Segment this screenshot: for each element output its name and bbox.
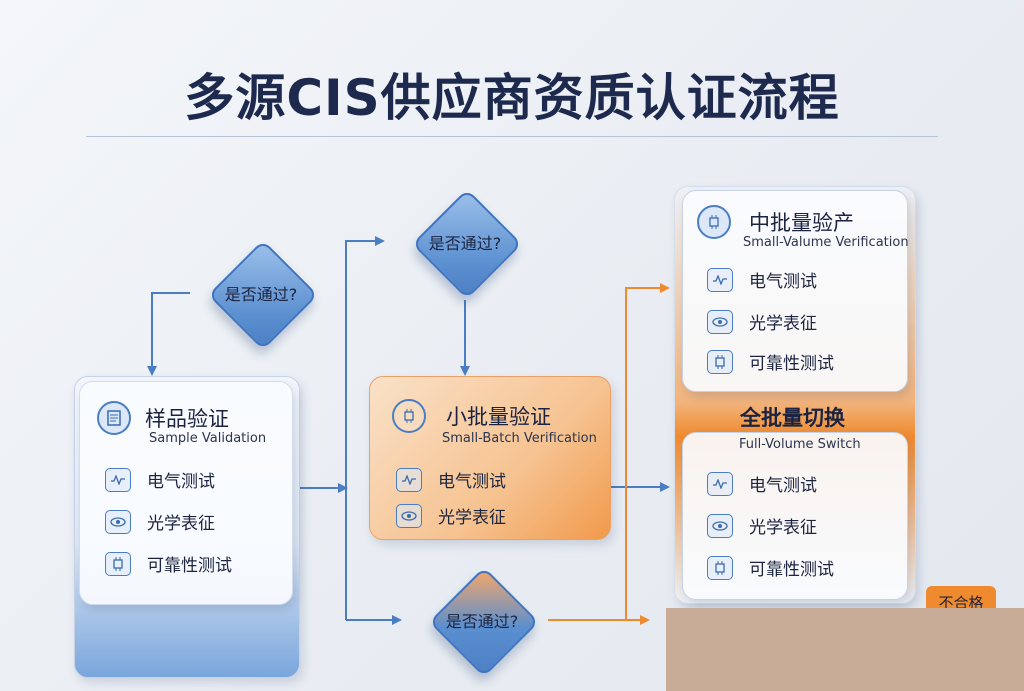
chip-icon — [707, 555, 733, 580]
list-item: 电气测试 — [105, 467, 215, 492]
decision-diamond-3: 是否通过? — [424, 562, 540, 678]
arrow-decision3-to-volume — [548, 283, 670, 621]
eye-icon — [707, 309, 733, 334]
waveform-icon — [707, 267, 733, 292]
chip-icon — [707, 349, 733, 374]
full-volume-title: 全批量切换 — [740, 406, 845, 430]
arrow-branch-up — [345, 236, 385, 620]
small-volume-card: 中批量验产 Small-Valume Verification 电气测试 光学表… — [682, 190, 909, 392]
list-item: 光学表征 — [707, 513, 817, 538]
decision-label: 是否通过? — [428, 234, 502, 253]
full-volume-card: Full-Volume Switch 电气测试 光学表征 可靠性测试 — [682, 432, 908, 600]
card-title: 样品验证 — [145, 407, 229, 431]
document-icon — [97, 401, 131, 435]
list-item: 光学表征 — [105, 509, 215, 534]
card-subtitle: Full-Volume Switch — [739, 437, 861, 452]
list-item: 电气测试 — [707, 267, 817, 292]
waveform-icon — [105, 467, 131, 492]
chip-icon — [105, 551, 131, 576]
decision-diamond-2: 是否通过? — [407, 184, 523, 300]
list-item: 可靠性测试 — [707, 555, 834, 580]
list-item: 电气测试 — [707, 471, 817, 496]
decision-label: 是否通过? — [224, 285, 298, 304]
card-subtitle: Sample Validation — [149, 431, 267, 446]
sample-validation-card: 样品验证 Sample Validation 电气测试 光学表征 可靠性测试 — [74, 376, 300, 678]
waveform-icon — [707, 471, 733, 496]
page-title: 多源CIS供应商资质认证流程 — [184, 69, 840, 127]
small-batch-card: 小批量验证 Small-Batch Verification 电气测试 光学表征 — [369, 376, 611, 540]
card-subtitle: Small-Valume Verification — [743, 235, 909, 250]
decision-label: 是否通过? — [445, 612, 519, 631]
eye-icon — [105, 509, 131, 534]
overlay-block — [666, 608, 1024, 691]
list-item: 电气测试 — [396, 467, 506, 492]
card-subtitle: Small-Batch Verification — [442, 431, 597, 446]
card-title: 小批量验证 — [446, 405, 551, 429]
title-divider — [86, 136, 938, 137]
card-title: 中批量验产 — [749, 211, 854, 235]
list-item: 光学表征 — [396, 503, 506, 528]
list-item: 可靠性测试 — [105, 551, 232, 576]
waveform-icon — [396, 467, 422, 492]
chip-icon — [697, 205, 731, 239]
chip-icon — [392, 399, 426, 433]
list-item: 光学表征 — [707, 309, 817, 334]
eye-icon — [707, 513, 733, 538]
eye-icon — [396, 503, 422, 528]
decision-diamond-1: 是否通过? — [203, 235, 319, 351]
arrow-decision1-to-sample — [147, 292, 190, 376]
list-item: 可靠性测试 — [707, 349, 834, 374]
